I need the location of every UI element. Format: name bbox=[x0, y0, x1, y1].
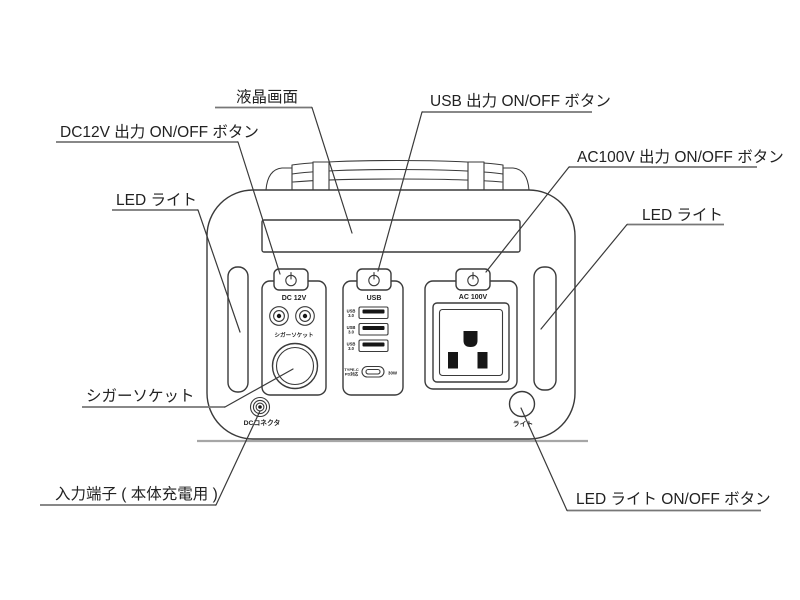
led-strip-right bbox=[533, 266, 557, 391]
device-illustration: DC 12V シガーソケット DCコネクタ bbox=[197, 159, 588, 443]
callout-dc12v-button-label: DC12V 出力 ON/OFF ボタン bbox=[60, 123, 259, 141]
callout-led-button-label: LED ライト ON/OFF ボタン bbox=[576, 490, 771, 508]
ac-ground-slot bbox=[463, 331, 478, 347]
usb-c-port: TYPE-C PD対応 30W bbox=[344, 365, 398, 378]
callout-ac100v-button: AC100V 出力 ON/OFF ボタン bbox=[485, 148, 784, 273]
usb-panel: USB USB 3.0 USB 3.0 USB 3.0 bbox=[342, 268, 404, 396]
callout-ac100v-button-label: AC100V 出力 ON/OFF ボタン bbox=[577, 148, 784, 166]
svg-text:3.0: 3.0 bbox=[348, 313, 354, 318]
cigar-socket-label: シガーソケット bbox=[274, 331, 313, 339]
callout-input-terminal-label: 入力端子 ( 本体充電用 ) bbox=[55, 485, 218, 503]
carry-handle bbox=[265, 159, 530, 191]
callout-cigar-socket-label: シガーソケット bbox=[86, 387, 195, 405]
svg-text:USB: USB bbox=[347, 325, 356, 330]
lcd-screen bbox=[261, 219, 521, 253]
ac-blade-slot-right bbox=[477, 352, 488, 369]
ac-outlet bbox=[432, 302, 510, 383]
svg-text:USB: USB bbox=[347, 309, 356, 314]
callout-input-terminal: 入力端子 ( 本体充電用 ) bbox=[40, 410, 261, 506]
callout-usb-button: USB 出力 ON/OFF ボタン bbox=[377, 92, 611, 272]
usb-port-1: USB 3.0 bbox=[347, 306, 389, 320]
light-button-label: ライト bbox=[513, 420, 533, 428]
dc12v-panel-label: DC 12V bbox=[282, 295, 307, 302]
handle-post-right bbox=[467, 161, 485, 191]
ac-panel-label: AC 100V bbox=[459, 294, 488, 301]
cigar-socket bbox=[271, 342, 319, 390]
usb-port-3: USB 3.0 bbox=[347, 339, 389, 353]
callout-led-right-label: LED ライト bbox=[642, 207, 723, 224]
svg-text:3.0: 3.0 bbox=[348, 330, 354, 335]
callout-led-left: LED ライト bbox=[112, 192, 241, 333]
usb-port-2: USB 3.0 bbox=[347, 322, 389, 336]
callout-led-button: LED ライト ON/OFF ボタン bbox=[520, 407, 771, 512]
callout-lcd-label: 液晶画面 bbox=[236, 88, 298, 106]
led-light-button bbox=[508, 390, 536, 418]
dc-connector-label: DCコネクタ bbox=[244, 418, 281, 427]
device-body bbox=[206, 189, 576, 440]
dc-input-connector bbox=[249, 396, 271, 418]
callout-dc12v-button: DC12V 出力 ON/OFF ボタン bbox=[56, 123, 281, 275]
handle-post-left bbox=[312, 161, 330, 191]
svg-text:USB: USB bbox=[347, 342, 356, 347]
callout-led-right: LED ライト bbox=[540, 207, 724, 330]
dc-output-port-1 bbox=[269, 306, 289, 326]
dc12v-panel: DC 12V シガーソケット bbox=[261, 268, 327, 396]
dc-output-port-2 bbox=[295, 306, 315, 326]
power-icon bbox=[467, 271, 479, 287]
usb-panel-label: USB bbox=[367, 295, 382, 302]
usb-c-wattage: 30W bbox=[388, 371, 398, 376]
callout-lcd: 液晶画面 bbox=[215, 88, 353, 234]
power-icon bbox=[285, 271, 297, 287]
svg-text:PD対応: PD対応 bbox=[345, 372, 358, 377]
ac-blade-slot-left bbox=[448, 352, 458, 369]
callout-led-left-label: LED ライト bbox=[116, 192, 197, 209]
svg-text:3.0: 3.0 bbox=[348, 346, 354, 351]
ac100v-panel: AC 100V bbox=[424, 268, 518, 390]
callout-usb-button-label: USB 出力 ON/OFF ボタン bbox=[430, 92, 611, 110]
power-icon bbox=[368, 271, 380, 287]
led-strip-left bbox=[227, 266, 249, 393]
svg-text:TYPE-C: TYPE-C bbox=[344, 367, 358, 372]
callout-cigar-socket: シガーソケット bbox=[82, 368, 294, 408]
